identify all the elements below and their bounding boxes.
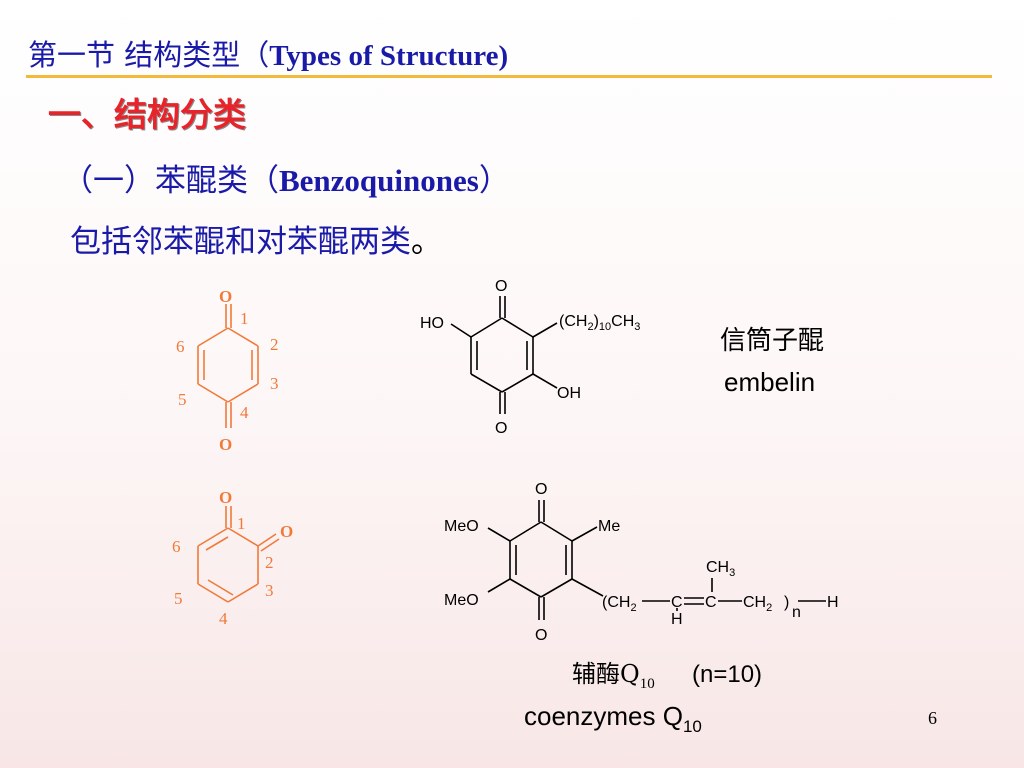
embelin-o-top: O (495, 278, 507, 295)
o-bq-num-4: 4 (219, 609, 228, 628)
title-en: Types of Structure) (269, 40, 509, 72)
o-benzoquinone-structure (197, 506, 280, 603)
embelin-side-chain: (CH2)10CH3 (559, 313, 640, 333)
header-divider (26, 75, 992, 78)
coq10-n-value: (n=10) (692, 661, 762, 688)
embelin-name-cn: 信筒子醌 (720, 326, 824, 356)
coq10-me: Me (598, 518, 620, 535)
embelin-oh: OH (557, 385, 581, 402)
subheading-en: Benzoquinones (279, 163, 479, 198)
o-bq-num-1: 1 (237, 514, 246, 533)
p-bq-num-3: 3 (270, 374, 279, 393)
coq10-chain-c1: C (671, 594, 683, 611)
page-title: 第一节 结构类型（Types of Structure) (28, 32, 508, 74)
section-subheading: （一）苯醌类（Benzoquinones） (62, 155, 510, 200)
coq10-o-top: O (535, 481, 547, 498)
body-text-punct: 。 (411, 224, 442, 260)
coq10-name-en: coenzymes Q10 (524, 701, 702, 736)
coq10-meo-bottom: MeO (444, 592, 479, 609)
p-bq-num-6: 6 (176, 337, 185, 356)
body-text-main: 包括邻苯醌和对苯醌两类 (70, 224, 411, 260)
coq10-name-cn: 辅酶Q10 (572, 660, 655, 692)
p-bq-num-1: 1 (240, 309, 249, 328)
section-heading: 一、结构分类 (48, 95, 246, 134)
p-bq-num-5: 5 (178, 390, 187, 409)
body-text: 包括邻苯醌和对苯醌两类。 (70, 216, 442, 261)
coq10-chain-h: H (671, 611, 683, 628)
embelin-ho: HO (420, 315, 444, 332)
o-bq-num-5: 5 (174, 589, 183, 608)
embelin-structure (450, 296, 558, 414)
embelin-name-en: embelin (724, 367, 815, 397)
coq10-chain-n: n (792, 604, 801, 621)
coq10-chain-h-end: H (827, 594, 839, 611)
embelin-o-bottom: O (495, 420, 507, 437)
p-bq-num-2: 2 (270, 335, 279, 354)
coq10-o-bottom: O (535, 627, 547, 644)
p-bq-num-4: 4 (240, 403, 249, 422)
coq10-chain-c2: C (705, 594, 717, 611)
o-bq-oxygen-top: O (219, 488, 232, 507)
coq10-chain-ch2-b: CH2 (743, 594, 772, 614)
p-benzoquinone-structure (197, 304, 259, 428)
coq10-ch3: CH3 (706, 559, 735, 579)
o-bq-num-3: 3 (265, 581, 274, 600)
p-bq-oxygen-bottom: O (219, 435, 232, 454)
coenzyme-q10-structure (487, 500, 826, 620)
title-cn: 第一节 结构类型（ (28, 38, 270, 72)
o-bq-num-6: 6 (172, 537, 181, 556)
coq10-chain-close: ) (784, 594, 789, 611)
o-bq-oxygen-right: O (280, 522, 293, 541)
page-number: 6 (928, 708, 937, 728)
coq10-chain-ch2: (CH2 (602, 594, 637, 614)
coq10-meo-top: MeO (444, 518, 479, 535)
subheading-cn-close: ） (478, 163, 510, 199)
subheading-cn-open: （一）苯醌类（ (62, 163, 279, 199)
o-bq-num-2: 2 (265, 553, 274, 572)
p-bq-oxygen-top: O (219, 287, 232, 306)
